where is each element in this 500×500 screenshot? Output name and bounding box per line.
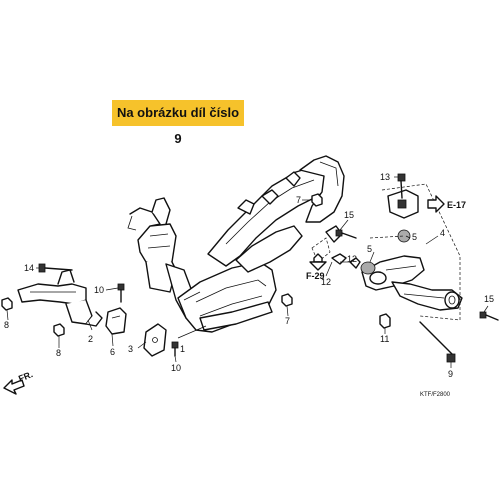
stand-bracket xyxy=(17,269,103,327)
callout-13: 13 xyxy=(380,172,390,182)
clip-bracket xyxy=(105,307,127,335)
callout-5-lower: 5 xyxy=(367,244,372,254)
callout-4: 4 xyxy=(440,228,445,238)
f29-arrow-icon xyxy=(313,253,323,263)
callout-12-lower: 12 xyxy=(321,277,331,287)
callout-7-upper: 7 xyxy=(296,195,301,205)
front-arrow-icon xyxy=(3,379,25,395)
engine-hanger xyxy=(360,183,463,321)
callout-11: 11 xyxy=(380,334,389,344)
callout-14: 14 xyxy=(24,263,34,273)
callout-8-right: 8 xyxy=(56,348,61,358)
callout-7-lower: 7 xyxy=(285,316,290,326)
callout-10-upper: 10 xyxy=(94,285,104,295)
leader-lines xyxy=(6,176,489,368)
callout-9: 9 xyxy=(448,369,453,379)
ref-e17: E-17 xyxy=(427,195,466,213)
e17-label: E-17 xyxy=(447,200,466,210)
side-stay xyxy=(143,323,167,357)
callout-12-upper: 12 xyxy=(347,254,357,264)
callout-5-upper: 5 xyxy=(412,232,417,242)
callout-15-upper: 15 xyxy=(344,210,354,220)
fasteners xyxy=(1,173,499,363)
callout-8-left: 8 xyxy=(4,320,9,330)
diagram-code: KTF/F2800 xyxy=(420,392,451,398)
bolt-part-9-head xyxy=(446,353,456,363)
ref-f29: F-29 xyxy=(306,253,327,281)
callout-10-lower: 10 xyxy=(171,363,181,373)
callout-6: 6 xyxy=(110,347,115,357)
bolt-part-9-shank xyxy=(419,321,453,355)
front-label: FR. xyxy=(17,369,34,384)
frame-body xyxy=(127,155,345,333)
callout-2: 2 xyxy=(88,334,93,344)
callout-1: 1 xyxy=(180,344,185,354)
front-indicator: FR. xyxy=(3,369,34,395)
e17-arrow-icon xyxy=(427,195,445,213)
f29-label: F-29 xyxy=(306,271,325,281)
callout-15-right: 15 xyxy=(484,294,494,304)
callout-numbers: 1 2 3 4 5 5 6 7 7 8 8 9 10 10 11 12 12 1… xyxy=(4,172,494,379)
callout-3: 3 xyxy=(128,344,133,354)
part-highlight-banner: Na obrázku díl číslo 9 xyxy=(112,100,244,146)
